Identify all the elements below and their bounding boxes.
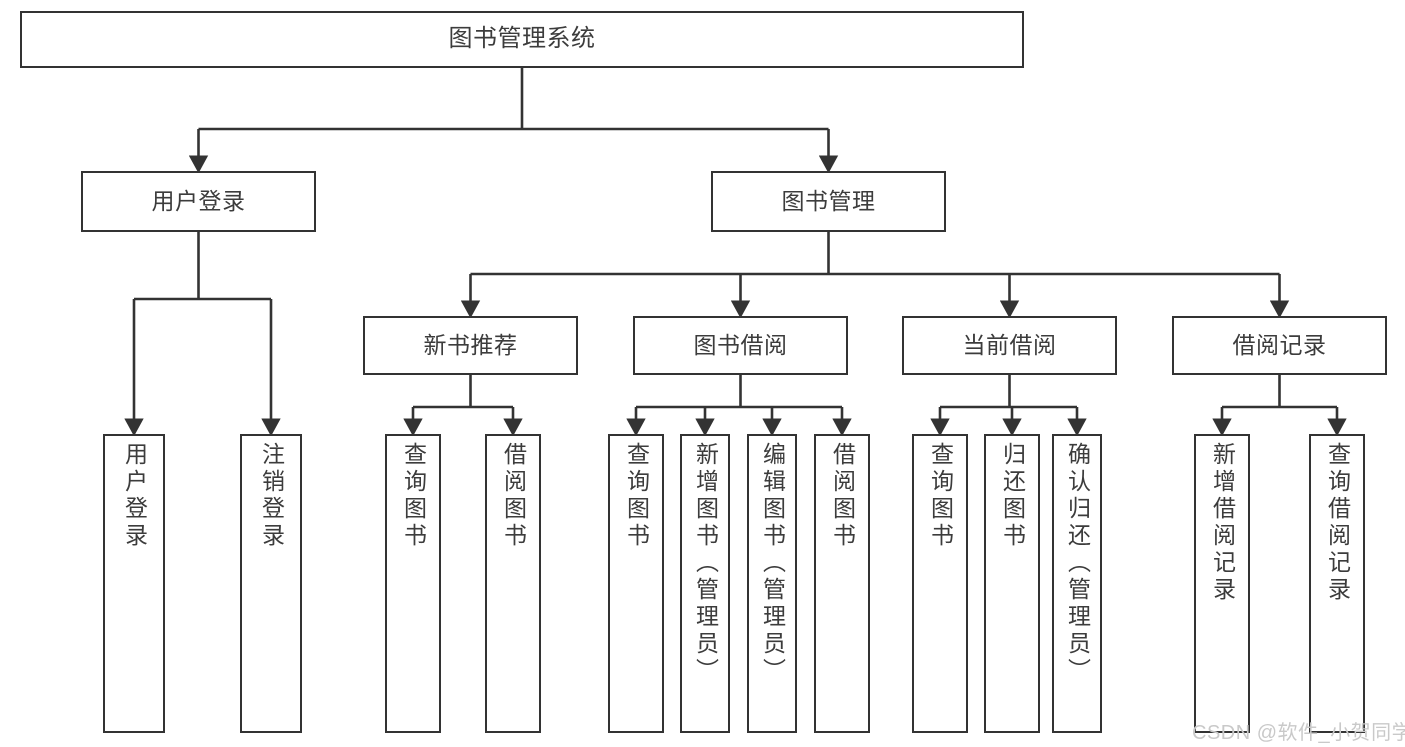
node-user-login[interactable]: 用户登录 [81,171,316,232]
node-leaf-user-login[interactable]: 用户登录 [103,434,165,733]
node-leaf-borrow-book-2[interactable]: 借阅图书 [814,434,870,733]
node-label: 借阅图书 [829,442,856,550]
node-label: 借阅记录 [1232,331,1327,358]
node-label: 用户登录 [121,442,148,550]
node-label: 图书管理系统 [448,25,596,53]
node-leaf-query-book-2[interactable]: 查询图书 [608,434,664,733]
node-label: 新增图书（管理员） [692,442,719,685]
node-leaf-query-book-1[interactable]: 查询图书 [385,434,441,733]
node-leaf-edit-book[interactable]: 编辑图书（管理员） [747,434,797,733]
node-book-borrow[interactable]: 图书借阅 [633,316,848,375]
node-label: 图书管理 [781,187,876,214]
node-new-book-recommend[interactable]: 新书推荐 [363,316,578,375]
node-label: 图书借阅 [693,331,788,358]
node-label: 新增借阅记录 [1209,442,1236,604]
node-leaf-query-record[interactable]: 查询借阅记录 [1309,434,1365,733]
node-root[interactable]: 图书管理系统 [20,11,1024,68]
node-book-manage[interactable]: 图书管理 [711,171,946,232]
node-label: 归还图书 [999,442,1026,550]
node-label: 查询图书 [623,442,650,550]
node-leaf-borrow-book-1[interactable]: 借阅图书 [485,434,541,733]
node-label: 编辑图书（管理员） [759,442,786,685]
node-label: 确认归还（管理员） [1064,442,1091,685]
node-leaf-user-logout[interactable]: 注销登录 [240,434,302,733]
node-current-borrow[interactable]: 当前借阅 [902,316,1117,375]
node-label: 查询借阅记录 [1324,442,1351,604]
node-leaf-confirm-return[interactable]: 确认归还（管理员） [1052,434,1102,733]
node-label: 查询图书 [927,442,954,550]
csdn-watermark: CSDN @软件_小贺同学 [1192,722,1405,744]
node-leaf-return-book[interactable]: 归还图书 [984,434,1040,733]
node-leaf-add-record[interactable]: 新增借阅记录 [1194,434,1250,733]
node-label: 新书推荐 [423,331,518,358]
node-label: 借阅图书 [500,442,527,550]
node-label: 注销登录 [258,442,285,550]
node-borrow-record[interactable]: 借阅记录 [1172,316,1387,375]
node-label: 用户登录 [151,187,246,214]
node-leaf-add-book[interactable]: 新增图书（管理员） [680,434,730,733]
node-leaf-query-book-3[interactable]: 查询图书 [912,434,968,733]
node-label: 当前借阅 [962,331,1057,358]
node-label: 查询图书 [400,442,427,550]
